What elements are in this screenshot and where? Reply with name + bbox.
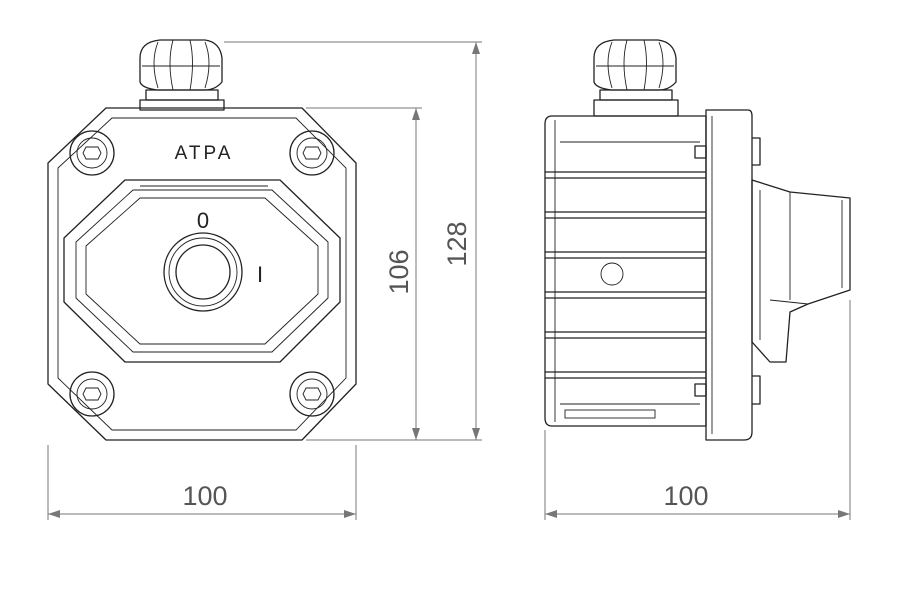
side-label-strip bbox=[564, 409, 656, 419]
side-view bbox=[544, 39, 851, 441]
front-dimensions: 100 106 128 bbox=[47, 41, 482, 520]
side-knob-protrusion bbox=[751, 179, 851, 363]
total-height-dimension: 128 bbox=[442, 221, 472, 266]
side-width-dimension: 100 bbox=[663, 481, 708, 511]
front-housing-inner-outline bbox=[57, 117, 347, 431]
front-width-dimension: 100 bbox=[182, 481, 227, 511]
brand-label: ATPA bbox=[175, 143, 234, 164]
front-cable-gland bbox=[139, 39, 225, 111]
side-front-flange bbox=[705, 109, 753, 441]
side-housing-body bbox=[544, 115, 707, 427]
front-screw-bottom-left bbox=[69, 371, 115, 417]
side-cable-gland bbox=[593, 39, 679, 117]
side-cooling-ribs bbox=[545, 141, 706, 405]
inner-height-dimension: 106 bbox=[384, 249, 414, 294]
front-screw-top-left bbox=[69, 130, 115, 176]
side-vent-plug bbox=[600, 262, 624, 286]
switch-label-off: 0 bbox=[197, 208, 209, 233]
switch-label-on: I bbox=[257, 262, 263, 287]
front-screw-top-right bbox=[289, 130, 335, 176]
front-housing-outline bbox=[47, 107, 357, 441]
front-view: ATPA 0 I bbox=[47, 39, 357, 441]
side-dimensions: 100 bbox=[544, 300, 851, 520]
front-recessed-panel bbox=[63, 179, 341, 363]
rotary-switch-knob bbox=[163, 232, 243, 312]
front-screw-bottom-right bbox=[289, 371, 335, 417]
